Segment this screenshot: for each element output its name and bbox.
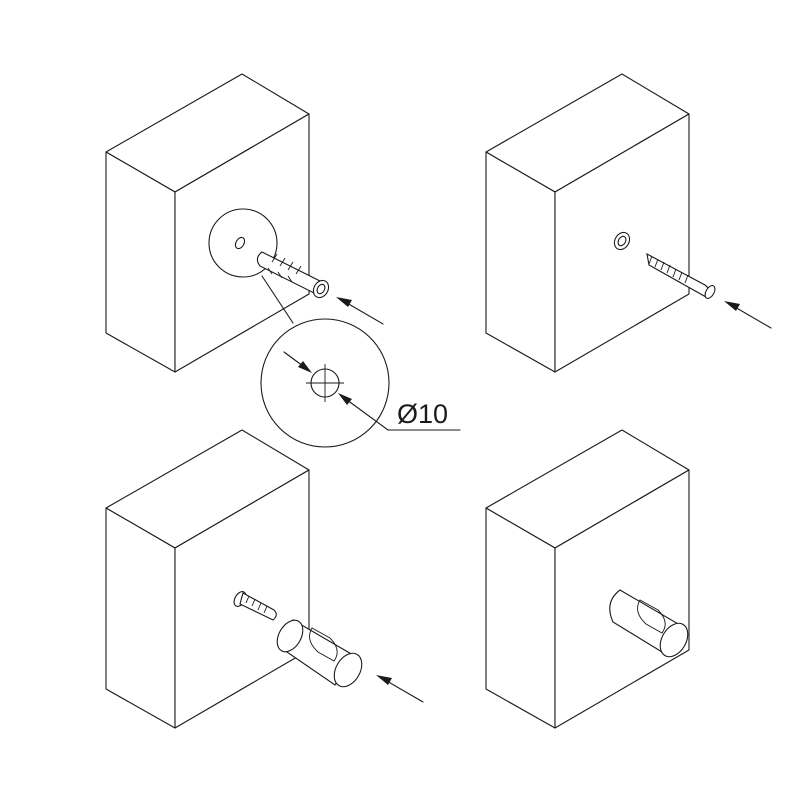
plug-in-hole	[613, 231, 631, 251]
block-1	[105, 73, 310, 373]
dim-arrow-right-head	[338, 393, 352, 405]
step-2-screw	[485, 73, 772, 373]
block-2-front-face	[554, 113, 690, 373]
dim-arrow-left-head	[298, 361, 312, 373]
zoom-detail: Ø10	[260, 318, 461, 448]
insert-arrow-3	[376, 675, 424, 703]
step-4-finished	[485, 429, 690, 729]
block-2	[485, 73, 690, 373]
block-3	[105, 429, 310, 729]
hook-cylinder-icon	[276, 619, 363, 688]
dim-arrow-right-line	[342, 396, 389, 431]
detail-leader-line	[261, 275, 294, 324]
block-4	[485, 429, 690, 729]
insert-arrow-1	[336, 297, 384, 325]
screw-icon	[646, 252, 716, 299]
step-1-drill-and-plug	[105, 73, 384, 373]
step-3-attach-hook	[105, 429, 424, 729]
hole-diameter-label: Ø10	[397, 399, 448, 429]
wall-plug-icon	[256, 251, 330, 299]
insert-arrow-2	[724, 301, 772, 329]
drill-hole-mark	[234, 236, 246, 250]
mounted-hook-icon	[609, 589, 689, 658]
protruding-screw-icon	[233, 591, 277, 621]
